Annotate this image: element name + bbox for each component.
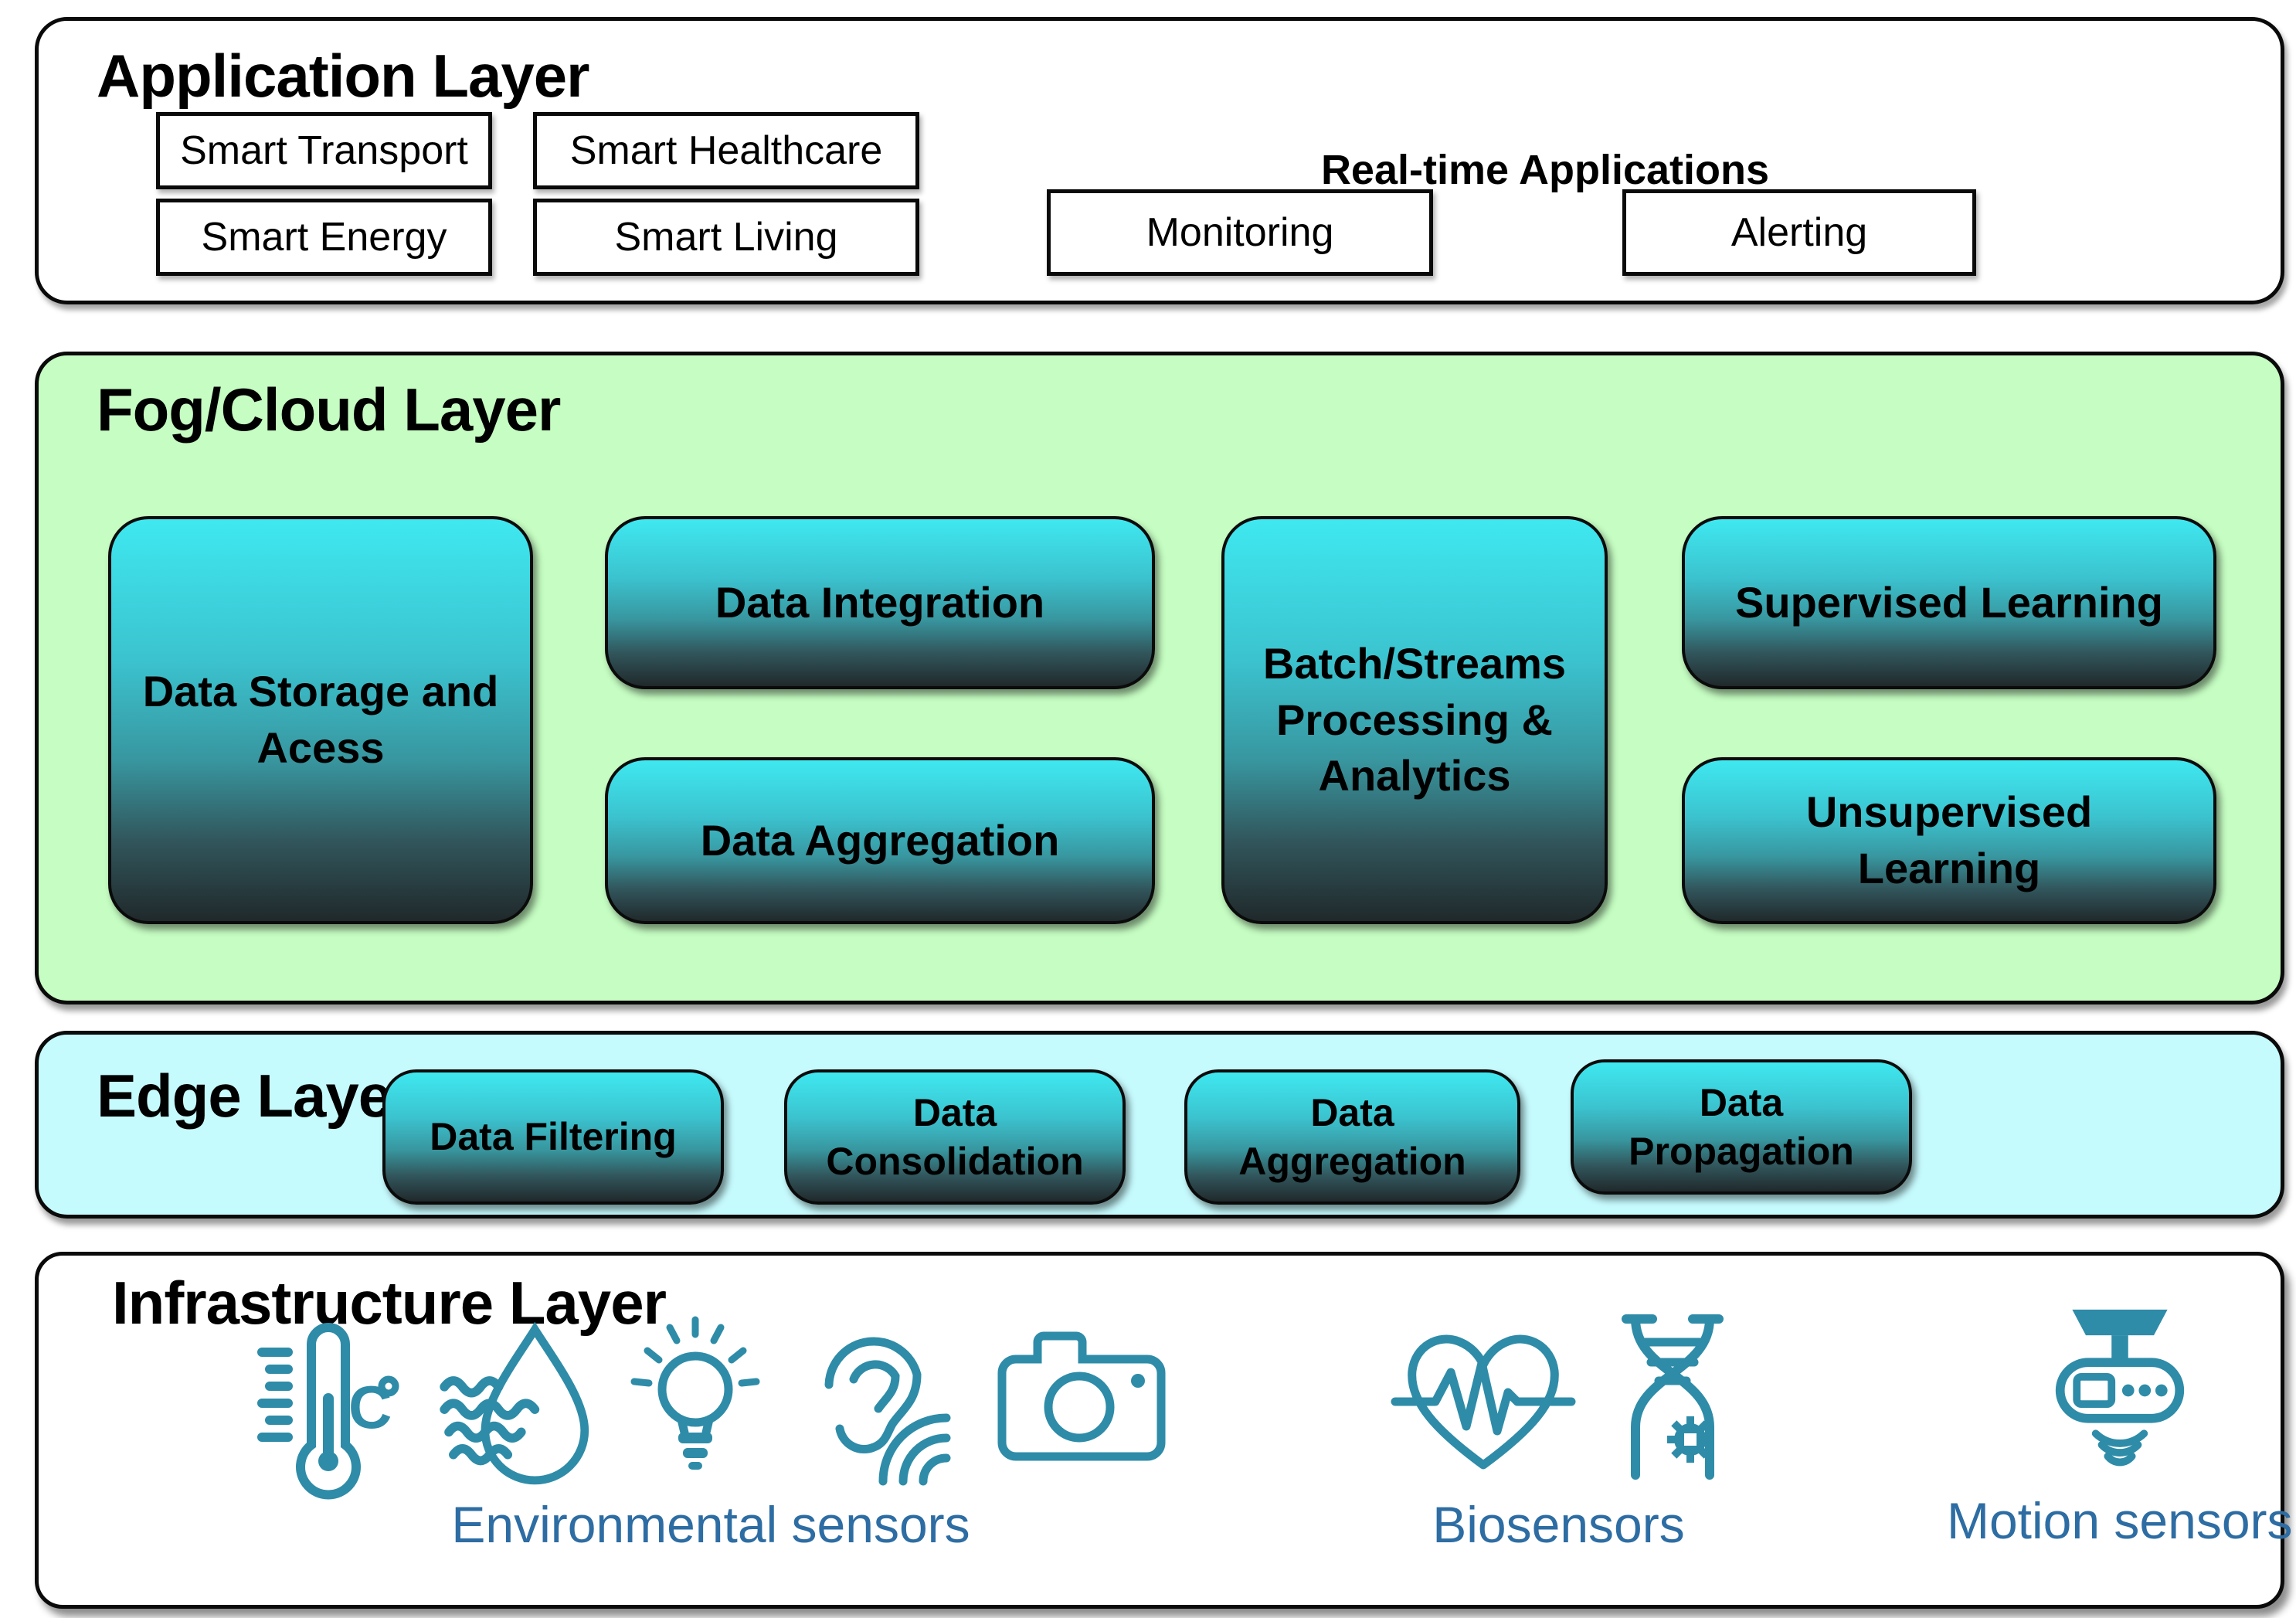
gear-icon	[1667, 1416, 1714, 1463]
motion-sensors-group: Motion sensors	[1947, 1304, 2293, 1550]
batch-streams-label: Batch/Streams Processing & Analytics	[1262, 638, 1567, 801]
smart-healthcare-label: Smart Healthcare	[569, 128, 883, 173]
data-consolidation-box: Data Consolidation	[784, 1069, 1126, 1205]
smart-living-label: Smart Living	[614, 215, 838, 260]
environmental-icons-row: C	[251, 1311, 1170, 1500]
smart-energy-label: Smart Energy	[201, 215, 447, 260]
application-layer-title: Application Layer	[97, 42, 589, 110]
batch-streams-box: Batch/Streams Processing & Analytics	[1221, 516, 1608, 924]
thermometer-icon: C	[257, 1323, 399, 1500]
edge-layer: Edge Layer Data Filtering Data Consolida…	[35, 1031, 2284, 1219]
unsupervised-learning-label: Unsupervised Learning	[1805, 787, 2093, 892]
smart-transport-box: Smart Transport	[156, 112, 492, 189]
edge-layer-title: Edge Layer	[97, 1062, 415, 1130]
smart-healthcare-box: Smart Healthcare	[533, 112, 919, 189]
environmental-sensors-label: Environmental sensors	[451, 1496, 970, 1553]
data-integration-box: Data Integration	[605, 516, 1155, 689]
unsupervised-learning-box: Unsupervised Learning	[1682, 757, 2216, 924]
dna-icon	[1622, 1314, 1724, 1480]
infrastructure-layer-title: Infrastructure Layer	[112, 1269, 667, 1337]
data-aggregation-edge-label: Data Aggregation	[1238, 1091, 1466, 1183]
biosensors-icons-row	[1391, 1311, 1727, 1481]
supervised-learning-box: Supervised Learning	[1682, 516, 2216, 689]
monitoring-box: Monitoring	[1047, 189, 1433, 276]
monitoring-label: Monitoring	[1146, 210, 1334, 255]
smart-energy-box: Smart Energy	[156, 199, 492, 276]
infrastructure-layer: Infrastructure Layer C	[35, 1252, 2293, 1609]
environmental-sensors-group: C	[251, 1311, 1170, 1554]
alerting-box: Alerting	[1622, 189, 1976, 276]
data-filtering-box: Data Filtering	[382, 1069, 724, 1205]
application-layer: Application Layer Smart Transport Smart …	[35, 17, 2284, 304]
data-storage-label: Data Storage and Acess	[142, 667, 499, 772]
light-bulb-icon	[630, 1316, 760, 1470]
ear-icon	[824, 1337, 951, 1486]
smart-transport-label: Smart Transport	[180, 128, 468, 173]
data-aggregation-edge-box: Data Aggregation	[1184, 1069, 1520, 1205]
data-propagation-label: Data Propagation	[1629, 1081, 1854, 1173]
supervised-learning-label: Supervised Learning	[1735, 577, 2163, 627]
humidity-icon	[440, 1321, 589, 1484]
motion-icons-row	[2031, 1304, 2209, 1477]
fog-cloud-layer: Fog/Cloud Layer Data Storage and Acess D…	[35, 352, 2284, 1004]
realtime-applications-title: Real-time Applications	[1320, 147, 1770, 193]
data-filtering-label: Data Filtering	[430, 1115, 677, 1159]
smart-living-box: Smart Living	[533, 199, 919, 276]
biosensors-group: Biosensors	[1391, 1311, 1727, 1554]
data-integration-label: Data Integration	[715, 577, 1045, 627]
motion-sensors-label: Motion sensors	[1947, 1492, 2293, 1549]
data-aggregation-fog-label: Data Aggregation	[700, 815, 1060, 865]
data-consolidation-label: Data Consolidation	[826, 1091, 1084, 1183]
motion-sensor-icon	[2055, 1309, 2184, 1467]
camera-icon	[997, 1331, 1166, 1461]
data-storage-box: Data Storage and Acess	[108, 516, 533, 924]
data-aggregation-fog-box: Data Aggregation	[605, 757, 1155, 924]
fog-cloud-layer-title: Fog/Cloud Layer	[97, 376, 561, 444]
heart-pulse-icon	[1391, 1334, 1576, 1470]
data-propagation-box: Data Propagation	[1571, 1059, 1912, 1195]
biosensors-label: Biosensors	[1432, 1496, 1685, 1553]
alerting-label: Alerting	[1730, 210, 1868, 255]
